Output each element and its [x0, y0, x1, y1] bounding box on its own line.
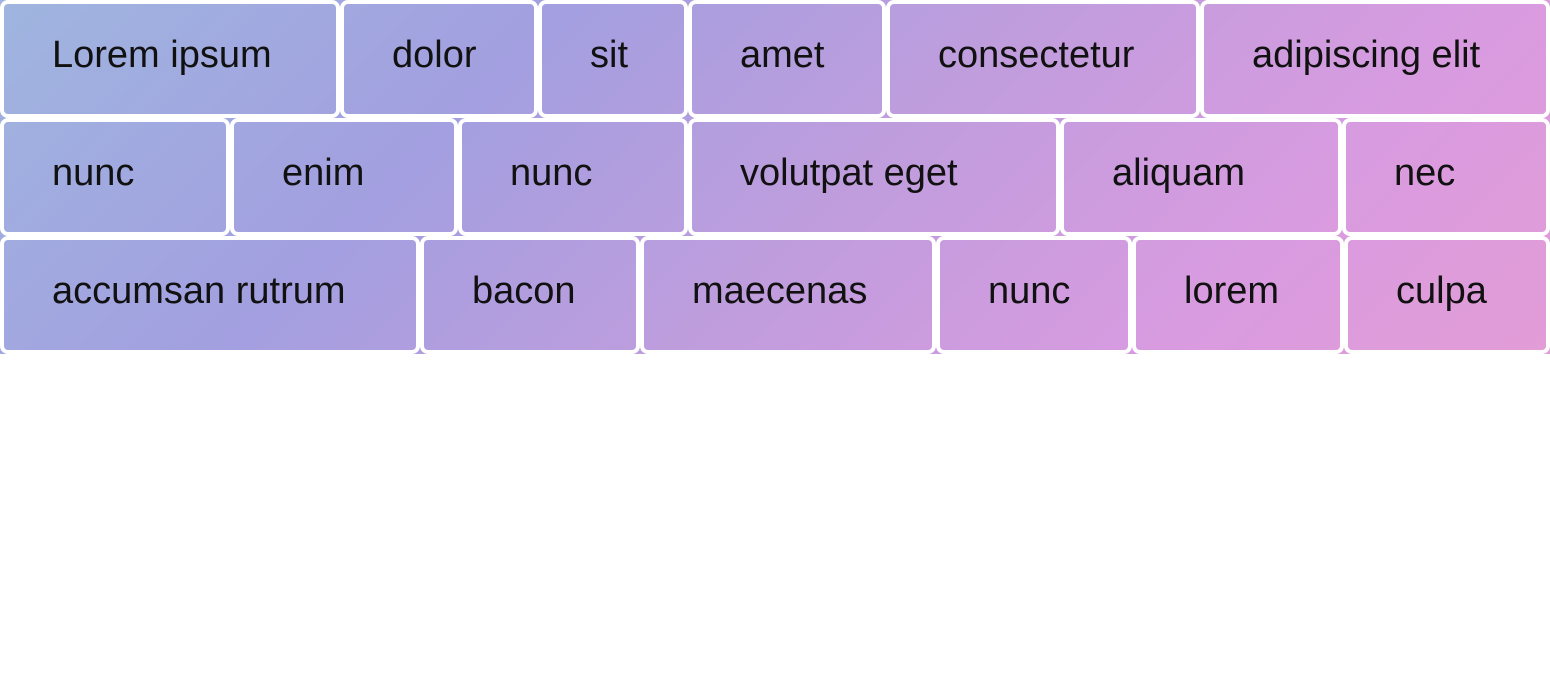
tag-sit[interactable]: sit: [538, 0, 688, 118]
tag-enim[interactable]: enim: [230, 118, 458, 236]
tag-amet[interactable]: amet: [688, 0, 886, 118]
tag-label: nunc: [510, 152, 593, 194]
tag-label: Lorem ipsum: [52, 34, 272, 76]
tag-label: consectetur: [938, 34, 1135, 76]
tag-label: lorem: [1184, 270, 1280, 312]
tag-label: bacon: [472, 270, 576, 312]
tag-bacon[interactable]: bacon: [420, 236, 640, 354]
tag-dolor[interactable]: dolor: [340, 0, 538, 118]
tag-nunc[interactable]: nunc: [936, 236, 1132, 354]
tag-label: enim: [282, 152, 365, 194]
tag-row-2: nunc enim nunc volutpat eget aliquam nec: [0, 118, 1550, 236]
tag-cloud: [0, 0, 1550, 354]
tag-label: culpa: [1396, 270, 1487, 312]
tag-row-1: Lorem ipsum dolor sit amet consectetur a…: [0, 0, 1550, 118]
tag-culpa[interactable]: culpa: [1344, 236, 1550, 354]
tag-label: nec: [1394, 152, 1456, 194]
tag-adipiscing-elit[interactable]: adipiscing elit: [1200, 0, 1550, 118]
tag-lorem[interactable]: lorem: [1132, 236, 1344, 354]
tag-consectetur[interactable]: consectetur: [886, 0, 1200, 118]
tag-aliquam[interactable]: aliquam: [1060, 118, 1342, 236]
tag-accumsan-rutrum[interactable]: accumsan rutrum: [0, 236, 420, 354]
tag-label: sit: [590, 34, 628, 76]
tag-label: volutpat eget: [740, 152, 958, 194]
tag-nec[interactable]: nec: [1342, 118, 1550, 236]
tag-label: amet: [740, 34, 825, 76]
tag-label: aliquam: [1112, 152, 1246, 194]
tag-label: accumsan rutrum: [52, 270, 346, 312]
tag-label: nunc: [52, 152, 135, 194]
tag-nunc[interactable]: nunc: [458, 118, 688, 236]
tag-label: maecenas: [692, 270, 868, 312]
tag-nunc[interactable]: nunc: [0, 118, 230, 236]
tag-row-3: accumsan rutrum bacon maecenas nunc lore…: [0, 236, 1550, 354]
tag-label: nunc: [988, 270, 1071, 312]
empty-area: [0, 354, 1550, 680]
tag-grid: Lorem ipsum dolor sit amet consectetur a…: [0, 0, 1550, 354]
tag-lorem-ipsum[interactable]: Lorem ipsum: [0, 0, 340, 118]
tag-label: adipiscing elit: [1252, 34, 1481, 76]
tag-volutpat-eget[interactable]: volutpat eget: [688, 118, 1060, 236]
tag-label: dolor: [392, 34, 477, 76]
tag-maecenas[interactable]: maecenas: [640, 236, 936, 354]
